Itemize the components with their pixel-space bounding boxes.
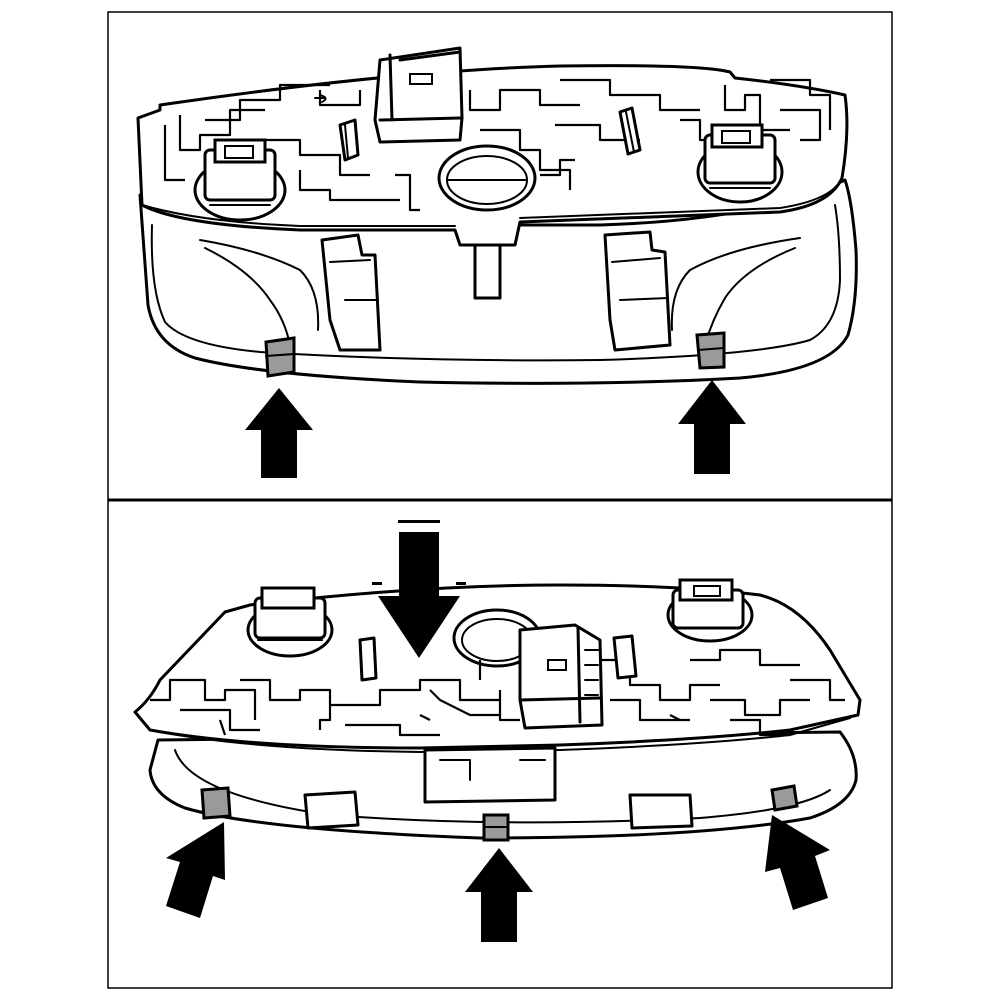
upper-panel bbox=[136, 46, 858, 478]
lower-center-tab-block bbox=[423, 746, 557, 804]
lower-traces bbox=[150, 648, 845, 737]
lower-clip-right bbox=[770, 784, 799, 812]
upper-inner-curve-left bbox=[199, 239, 320, 346]
upper-clip-right bbox=[695, 331, 726, 370]
upper-left-lamp-socket bbox=[193, 138, 287, 222]
lower-board-clip-right bbox=[612, 634, 638, 680]
upper-right-lamp-socket bbox=[696, 123, 784, 204]
upper-traces bbox=[163, 78, 832, 212]
upper-board-clip-left bbox=[338, 118, 360, 162]
upper-arrow-right bbox=[678, 380, 746, 474]
lower-panel bbox=[133, 520, 862, 942]
lower-tab-left bbox=[303, 790, 360, 830]
upper-trace-detail bbox=[314, 94, 327, 103]
lower-clip-left bbox=[200, 786, 232, 820]
upper-latch-tab-right bbox=[603, 230, 672, 352]
upper-inner-curve-right bbox=[670, 237, 801, 346]
lower-tab-right bbox=[628, 793, 694, 830]
lower-board-clip-left bbox=[358, 636, 378, 682]
upper-board-clip-right bbox=[618, 106, 642, 156]
lower-arrow-left bbox=[166, 822, 225, 918]
upper-main-connector bbox=[373, 46, 464, 144]
upper-clip-left bbox=[264, 336, 296, 378]
upper-arrow-left bbox=[245, 388, 313, 478]
lower-arrow-right bbox=[765, 815, 830, 910]
lower-left-lamp-socket bbox=[246, 586, 334, 658]
lower-main-connector bbox=[518, 623, 604, 730]
lower-clip-center bbox=[482, 813, 510, 842]
upper-board-edge bbox=[141, 177, 843, 227]
lower-arrow-down bbox=[372, 520, 466, 658]
lower-right-lamp-socket bbox=[666, 578, 754, 643]
lower-arrow-center bbox=[465, 848, 533, 942]
upper-center-tab bbox=[473, 243, 502, 300]
upper-latch-tab-left bbox=[320, 233, 382, 352]
upper-center-socket bbox=[437, 144, 537, 212]
upper-housing-inner-rim bbox=[150, 204, 841, 362]
